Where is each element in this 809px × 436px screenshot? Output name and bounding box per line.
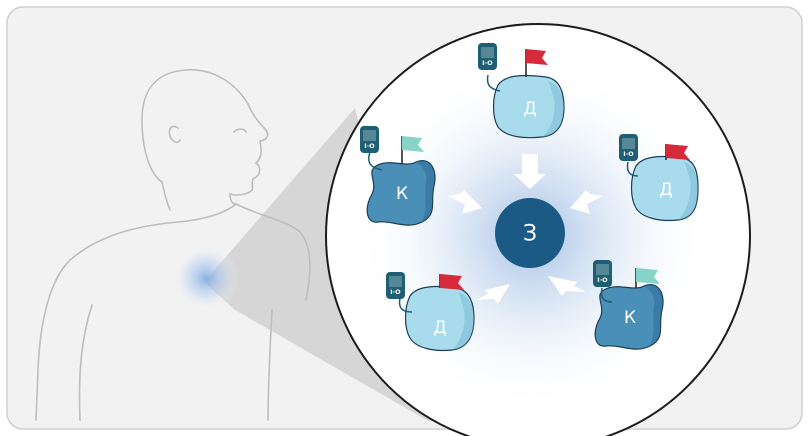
- cell-top-tag-screen: [481, 47, 494, 58]
- cell-lower-right-label: К: [624, 308, 636, 328]
- cell-top-shade: [542, 81, 564, 137]
- cell-top-tag: [478, 43, 497, 70]
- cell-upper-right-flag: [666, 144, 690, 160]
- cell-lower-left: I·O Д: [386, 272, 475, 352]
- cell-lower-left-shade: [452, 292, 474, 350]
- cell-lower-right-tag-screen: [596, 264, 609, 275]
- cell-upper-right-tag: [619, 134, 638, 161]
- arrow-from-lower-left: [476, 284, 510, 304]
- cell-lower-left-tag: [386, 272, 405, 299]
- cell-lower-right-shade: [644, 284, 664, 346]
- cell-upper-left-body: [366, 160, 436, 226]
- cell-lower-left-tag-text: I·O: [390, 288, 401, 296]
- arrows: [447, 154, 603, 304]
- cell-lower-left-tether: [398, 297, 413, 313]
- cell-upper-right: I·O Д: [619, 134, 699, 222]
- cell-upper-left-tag-text: I·O: [364, 142, 375, 150]
- arrow-from-lower-right: [548, 276, 586, 296]
- cell-top-flag: [526, 49, 548, 65]
- cell-upper-left: I·O К: [360, 126, 436, 226]
- cell-lower-left-flag: [440, 274, 464, 290]
- cell-upper-left-label: К: [396, 184, 408, 204]
- cell-lower-right-flag: [636, 268, 660, 284]
- cell-lower-right-tether: [600, 287, 613, 303]
- cell-top-label: Д: [523, 99, 536, 119]
- cell-upper-right-tag-text: I·O: [623, 150, 634, 158]
- cell-upper-right-tag-screen: [622, 138, 635, 149]
- cell-lower-right: I·O К: [593, 260, 664, 350]
- arrow-from-upper-right: [570, 190, 603, 214]
- cell-upper-left-tag-screen: [363, 130, 376, 141]
- center-cell: З: [495, 198, 565, 268]
- cell-upper-left-shade: [416, 160, 436, 222]
- center-circle: [495, 198, 565, 268]
- cell-upper-right-label: Д: [659, 180, 672, 200]
- cell-upper-left-tag: [360, 126, 379, 153]
- cell-lower-right-tag-text: I·O: [597, 276, 608, 284]
- cell-top-tether: [486, 74, 501, 92]
- cell-lower-right-body: [594, 284, 664, 350]
- cell-upper-right-shade: [678, 162, 698, 220]
- cell-top-body: [492, 74, 565, 139]
- cell-upper-left-tether: [368, 151, 383, 171]
- cell-upper-left-flag: [402, 136, 424, 152]
- cell-lower-left-tag-screen: [389, 276, 402, 287]
- cell-top: I·O Д: [478, 43, 565, 139]
- cell-upper-right-tether: [626, 161, 639, 177]
- person-outline: [35, 69, 311, 421]
- center-label: З: [523, 222, 537, 247]
- cell-top-tag-text: I·O: [482, 59, 493, 67]
- chest-glow: [172, 244, 240, 312]
- cell-lower-right-tag: [593, 260, 612, 287]
- cell-lower-left-label: Д: [433, 318, 446, 338]
- arrow-from-upper-left: [447, 190, 482, 214]
- arrow-from-top: [514, 154, 546, 189]
